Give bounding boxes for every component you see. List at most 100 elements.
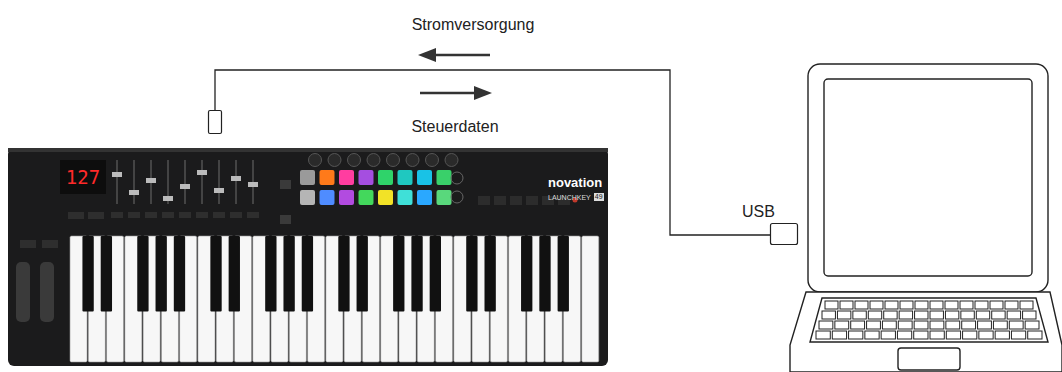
fader-button [196, 212, 208, 218]
fader-track [235, 160, 237, 204]
octave-button [20, 240, 36, 248]
black-key [283, 236, 294, 312]
laptop-key [995, 331, 1009, 339]
laptop-key [945, 311, 958, 319]
fader-cap [231, 176, 241, 181]
pad [320, 190, 335, 205]
laptop-key [962, 321, 976, 329]
laptop [790, 64, 1062, 372]
laptop-key [868, 311, 881, 319]
laptop-key [825, 301, 838, 309]
model-name: LAUNCHKEY [548, 194, 591, 202]
laptop-key [897, 331, 911, 339]
usb-plug [771, 224, 798, 245]
laptop-key [1025, 321, 1039, 329]
black-key [302, 236, 313, 312]
laptop-key [882, 321, 896, 329]
laptop-key [898, 321, 912, 329]
power-arrow [432, 54, 490, 57]
pitch-wheel [16, 262, 30, 322]
laptop-key [884, 311, 897, 319]
piano-keys [70, 236, 599, 362]
black-key [137, 236, 148, 312]
fader-track [184, 160, 186, 204]
fader-cap [163, 196, 173, 201]
black-key [338, 236, 349, 312]
display [60, 160, 106, 194]
knob [387, 154, 400, 167]
laptop-key [832, 331, 846, 339]
black-key [156, 236, 167, 312]
display-value: 127 [66, 167, 100, 188]
keyboard-body [8, 148, 608, 366]
laptop-key [899, 311, 912, 319]
black-key [101, 236, 112, 312]
laptop-key [930, 311, 943, 319]
fader-button [247, 212, 259, 218]
usb-plug [209, 111, 222, 134]
black-key [210, 236, 221, 312]
laptop-key [835, 321, 849, 329]
pad [417, 190, 432, 205]
brand-logo: novation [548, 176, 602, 190]
fader-button [213, 212, 225, 218]
fader-track [201, 160, 203, 204]
laptop-key [993, 321, 1007, 329]
pad [417, 170, 432, 185]
laptop-key [851, 321, 865, 329]
pad [359, 190, 374, 205]
black-key [521, 236, 532, 312]
pad [437, 190, 452, 205]
laptop-key [885, 301, 898, 309]
black-key [229, 236, 240, 312]
laptop-key [853, 311, 866, 319]
laptop-key [914, 321, 928, 329]
pad [437, 170, 452, 185]
laptop-key [819, 321, 833, 329]
laptop-key [915, 301, 928, 309]
laptop-key [1020, 301, 1033, 309]
fader-cap [197, 170, 207, 175]
arrow-head [474, 86, 492, 100]
laptop-key [881, 331, 895, 339]
arrow-head [418, 48, 436, 62]
laptop-key [1028, 331, 1042, 339]
pad [359, 170, 374, 185]
laptop-key [979, 331, 993, 339]
track-button [88, 212, 104, 219]
fader-cap [248, 182, 258, 187]
laptop-key [930, 301, 943, 309]
laptop-key [945, 301, 958, 309]
laptop-key [816, 331, 830, 339]
black-key [466, 236, 477, 312]
fader-cap [129, 190, 139, 195]
pad [320, 170, 335, 185]
laptop-key [1005, 301, 1018, 309]
fader-track [218, 160, 220, 204]
fader-cap [112, 172, 122, 177]
knob [426, 154, 439, 167]
laptop-key [975, 301, 988, 309]
fader-button [145, 212, 157, 218]
black-key [411, 236, 422, 312]
laptop-key [1023, 311, 1036, 319]
black-key [393, 236, 404, 312]
black-key [174, 236, 185, 312]
model-number: 49 [594, 193, 604, 201]
pad [398, 190, 413, 205]
pad [378, 190, 393, 205]
laptop-key [855, 301, 868, 309]
knob [367, 154, 380, 167]
black-key [430, 236, 441, 312]
fader-button [179, 212, 191, 218]
laptop-keys [816, 301, 1042, 339]
laptop-key [976, 311, 989, 319]
fader-cap [214, 188, 224, 193]
data-arrow [420, 92, 478, 95]
laptop-key [837, 311, 850, 319]
fader-track [133, 160, 135, 204]
fader-button [230, 212, 242, 218]
laptop-key [1011, 331, 1025, 339]
mod-wheel [40, 262, 54, 322]
laptop-key [915, 311, 928, 319]
